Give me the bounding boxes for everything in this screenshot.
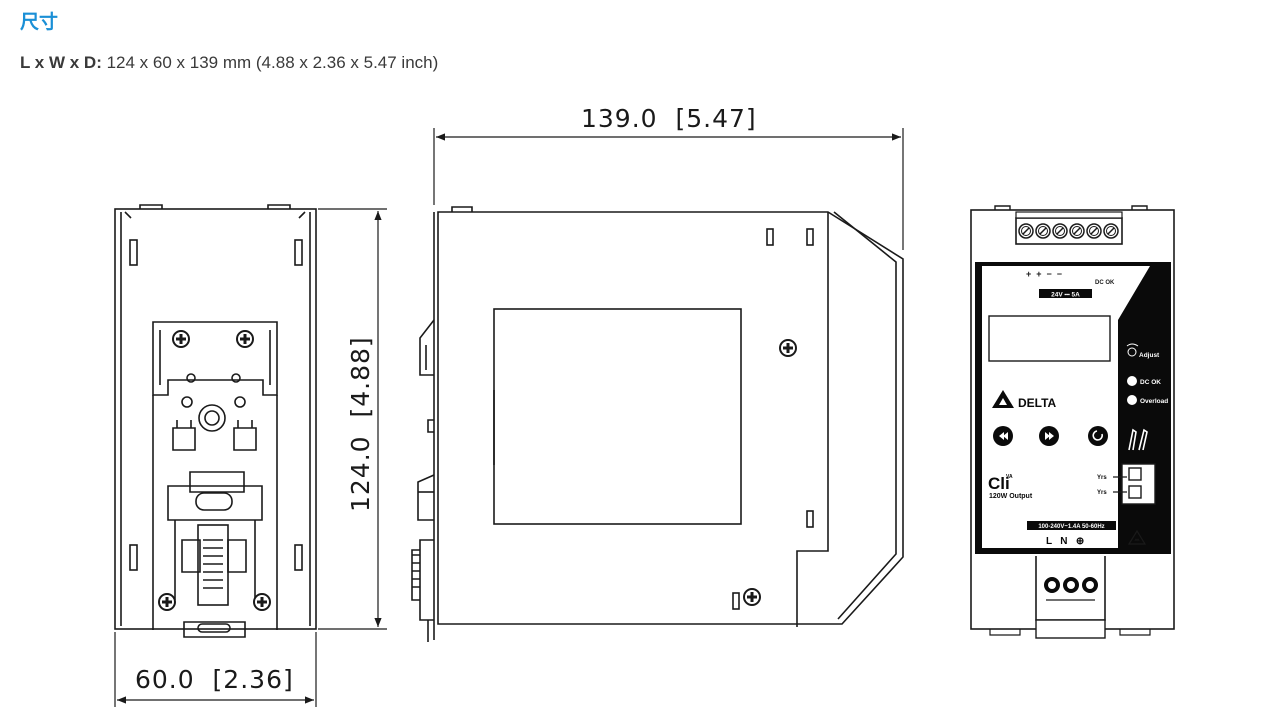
dims-label: L x W x D: <box>20 53 102 72</box>
width-label: 60.0 [2.36] <box>135 665 294 694</box>
reset-icon <box>1092 430 1104 441</box>
forward-icon <box>1045 432 1054 440</box>
overload-label: Overload <box>1140 398 1168 405</box>
hot-surface-warning-icon <box>1134 538 1140 542</box>
dims-value: 124 x 60 x 139 mm (4.88 x 2.36 x 5.47 in… <box>101 53 439 72</box>
output-rating: 24V ⎓ 5A <box>1051 292 1080 299</box>
height-dimension <box>318 208 387 630</box>
output-label: 120W Output <box>989 493 1033 500</box>
ac-terminals-label: L N ⊕ <box>1046 536 1084 547</box>
product-name: Cli <box>988 474 1010 493</box>
front-view <box>970 205 1175 639</box>
delta-logo-icon <box>999 398 1007 405</box>
brand-logo: DELTA <box>1018 396 1057 410</box>
product-suffix: VA <box>1006 474 1013 480</box>
relay-label-1: Yrs <box>1097 475 1107 481</box>
dc-terminals-label: + + − − <box>1026 269 1062 279</box>
probe-icon <box>1128 428 1148 451</box>
dimensions-summary: L x W x D: 124 x 60 x 139 mm (4.88 x 2.3… <box>20 53 438 73</box>
adjust-icon <box>1126 343 1139 357</box>
width-dimension <box>114 632 317 707</box>
dc-ok-label: DC OK <box>1140 379 1161 386</box>
relay-label-2: Yrs <box>1097 490 1107 496</box>
adjust-label: Adjust <box>1139 352 1160 359</box>
rewind-icon <box>999 432 1008 440</box>
input-rating: 100-240V~1.4A 50-60Hz <box>1038 524 1104 530</box>
side-view-din-rail <box>114 204 317 638</box>
length-label: 139.0 [5.47] <box>581 104 757 133</box>
side-view-profile <box>411 206 904 642</box>
page-title: 尺寸 <box>20 11 59 33</box>
height-label: 124.0 [4.88] <box>346 336 375 512</box>
dc-ok-mark: DC OK <box>1095 280 1115 286</box>
length-dimension <box>433 128 904 250</box>
